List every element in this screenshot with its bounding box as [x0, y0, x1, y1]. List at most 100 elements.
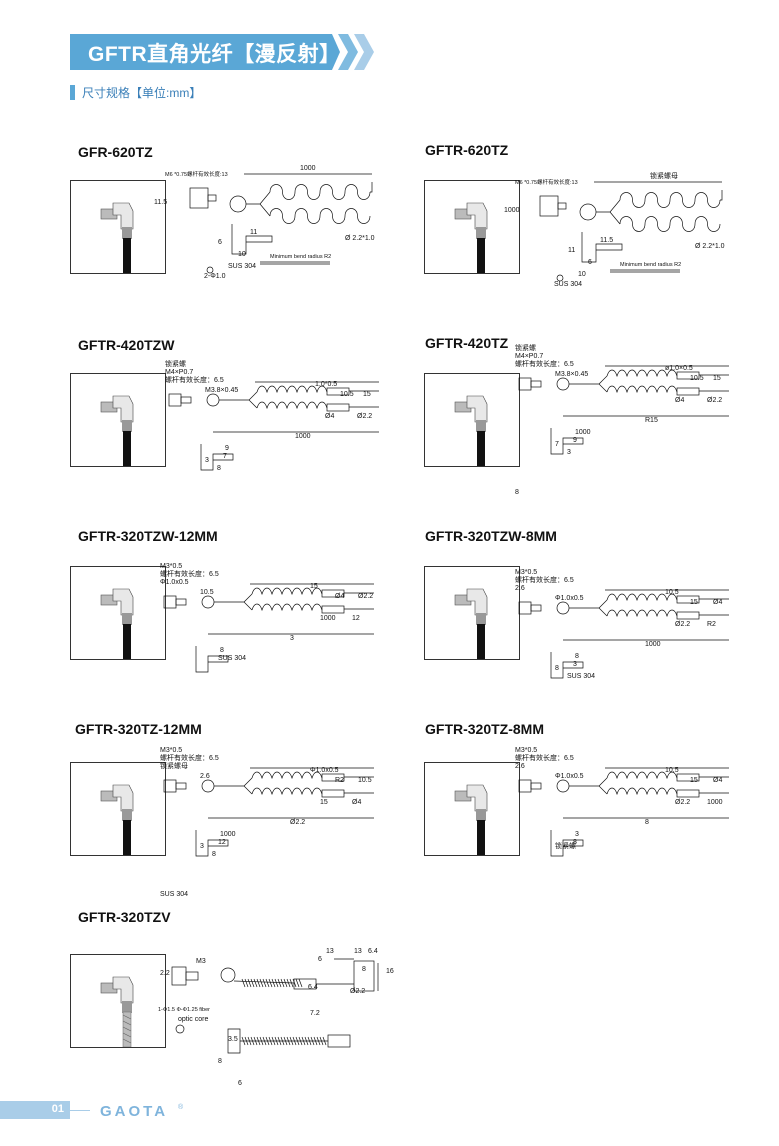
dimension-label: 15 — [713, 375, 721, 382]
dimension-label: M3*0.5 — [515, 747, 537, 754]
dimension-label: Φ1.0x0.5 — [310, 767, 339, 774]
model-title: GFR-620TZ — [78, 144, 153, 160]
product-photo — [424, 566, 520, 660]
dimension-label: Ø2.2 — [675, 621, 690, 628]
dimension-label: 锁紧螺母 — [160, 761, 188, 770]
dimension-label: 螺杆有效长度：6.5 — [515, 359, 574, 368]
dimension-label: SUS 304 — [218, 655, 246, 662]
dimension-label: 10 — [578, 271, 586, 278]
svg-text:®: ® — [178, 1103, 184, 1111]
dimension-label: 1000 — [295, 433, 311, 440]
dimension-label: 15 — [690, 777, 698, 784]
dimension-label: 6.4 — [308, 984, 318, 991]
dimension-label: M3 — [196, 958, 206, 965]
dimension-label: Ø4 — [713, 599, 722, 606]
fiber-sensor-image — [454, 784, 488, 855]
dimension-label: 锁紧螺 — [165, 359, 186, 368]
dimension-label: 2.6 — [515, 763, 525, 770]
page-subtitle: 尺寸规格【单位:mm】 — [82, 86, 202, 100]
dimension-label: 6 — [318, 956, 322, 963]
model-title: GFTR-620TZ — [425, 142, 509, 158]
dimension-label: 螺杆有效长度：6.5 — [515, 575, 574, 584]
product-photo — [424, 373, 520, 467]
dimension-label: 2.2 — [160, 970, 170, 977]
dimension-label: Minimum bend radius R2 — [270, 254, 331, 260]
dimension-label: 8 — [575, 653, 579, 660]
dimension-label: SUS 304 — [228, 263, 256, 270]
dimension-label: 8 — [573, 839, 577, 846]
dimension-label: 6 — [238, 1080, 242, 1087]
dimension-label: 10.5 — [200, 589, 214, 596]
dimension-label: 1000 — [645, 641, 661, 648]
dimension-label: Φ1.0x0.5 — [160, 579, 189, 586]
model-title: GFTR-320TZW-8MM — [425, 528, 557, 544]
dimension-label: 15 — [690, 599, 698, 606]
dimension-label: 3.5 — [228, 1036, 238, 1043]
dimension-label: 1000 — [504, 207, 520, 214]
dimension-label: Φ1.0x0.5 — [555, 595, 584, 602]
model-title: GFTR-320TZ-12MM — [75, 721, 202, 737]
dimension-label: Ø2.2 — [675, 799, 690, 806]
footer-divider — [70, 1110, 90, 1111]
dimension-label: Ø2.2 — [707, 397, 722, 404]
dimension-label: 10.5 — [690, 375, 704, 382]
subtitle-marker — [70, 85, 75, 100]
dimension-label: 螺杆有效长度：6.5 — [515, 753, 574, 762]
dimension-label: 1.0*0.5 — [315, 381, 337, 388]
dimension-label: Φ1.0x0.5 — [555, 773, 584, 780]
fiber-sensor-image — [454, 202, 488, 273]
dimension-label: Ø2.2 — [357, 413, 372, 420]
dimension-label: 16 — [386, 968, 394, 975]
model-title: GFTR-420TZ — [425, 335, 509, 351]
fiber-sensor-image — [454, 395, 488, 466]
dimension-label: 8 — [515, 489, 519, 496]
dimension-label: 1000 — [707, 799, 723, 806]
dimension-label: M4×P0.7 — [165, 369, 193, 376]
dimension-label: 10.5 — [358, 777, 372, 784]
dimension-label: M3*0.5 — [160, 747, 182, 754]
dimension-label: 2-Φ1.0 — [204, 273, 226, 280]
dimension-label: 12 — [352, 615, 360, 622]
dimension-label: 1-Φ1.5 Φ-Φ1.25 fiber — [158, 1007, 210, 1013]
dimension-label: 螺杆有效长度：6.5 — [160, 753, 219, 762]
dimension-label: Ø4 — [352, 799, 361, 806]
product-photo — [70, 373, 166, 467]
dimension-label: 10 — [238, 251, 246, 258]
dimension-label: R2 — [707, 621, 716, 628]
product-photo — [70, 762, 166, 856]
dimension-label: 3 — [205, 457, 209, 464]
title-banner — [70, 34, 374, 70]
dimension-label: R15 — [645, 417, 658, 424]
dimension-label: 9 — [225, 445, 229, 452]
dimension-label: ø1.0×0.5 — [665, 365, 693, 372]
dimension-label: 8 — [555, 665, 559, 672]
dimension-label: 3 — [290, 635, 294, 642]
dimension-label: Ø4 — [713, 777, 722, 784]
dimension-label: 2.6 — [515, 585, 525, 592]
dimension-label: 锁紧螺母 — [650, 171, 678, 180]
dimension-label: Ø 2.2*1.0 — [345, 235, 375, 242]
dimension-label: M6 *0.75螺杆有效长度:13 — [165, 170, 228, 178]
product-photo — [70, 180, 166, 274]
dimension-label: 1000 — [575, 429, 591, 436]
dimension-label: 13 — [326, 948, 334, 955]
dimension-label: optic core — [178, 1016, 208, 1023]
dimension-label: 11 — [250, 229, 257, 236]
dimension-label: M6 *0.75螺杆有效长度:13 — [515, 178, 578, 186]
dimension-label: SUS 304 — [567, 673, 595, 680]
page-title: GFTR直角光纤【漫反射】 — [88, 43, 341, 66]
fiber-sensor-image — [100, 784, 134, 855]
page-number: 01 — [51, 1103, 64, 1115]
dimension-label: 10.5 — [340, 391, 354, 398]
dimension-label: 2.6 — [200, 773, 210, 780]
dimension-label: 7 — [223, 453, 227, 460]
product-photo — [424, 180, 520, 274]
dimension-label: Ø4 — [675, 397, 684, 404]
product-photo — [70, 566, 166, 660]
dimension-label: 8 — [362, 966, 366, 973]
